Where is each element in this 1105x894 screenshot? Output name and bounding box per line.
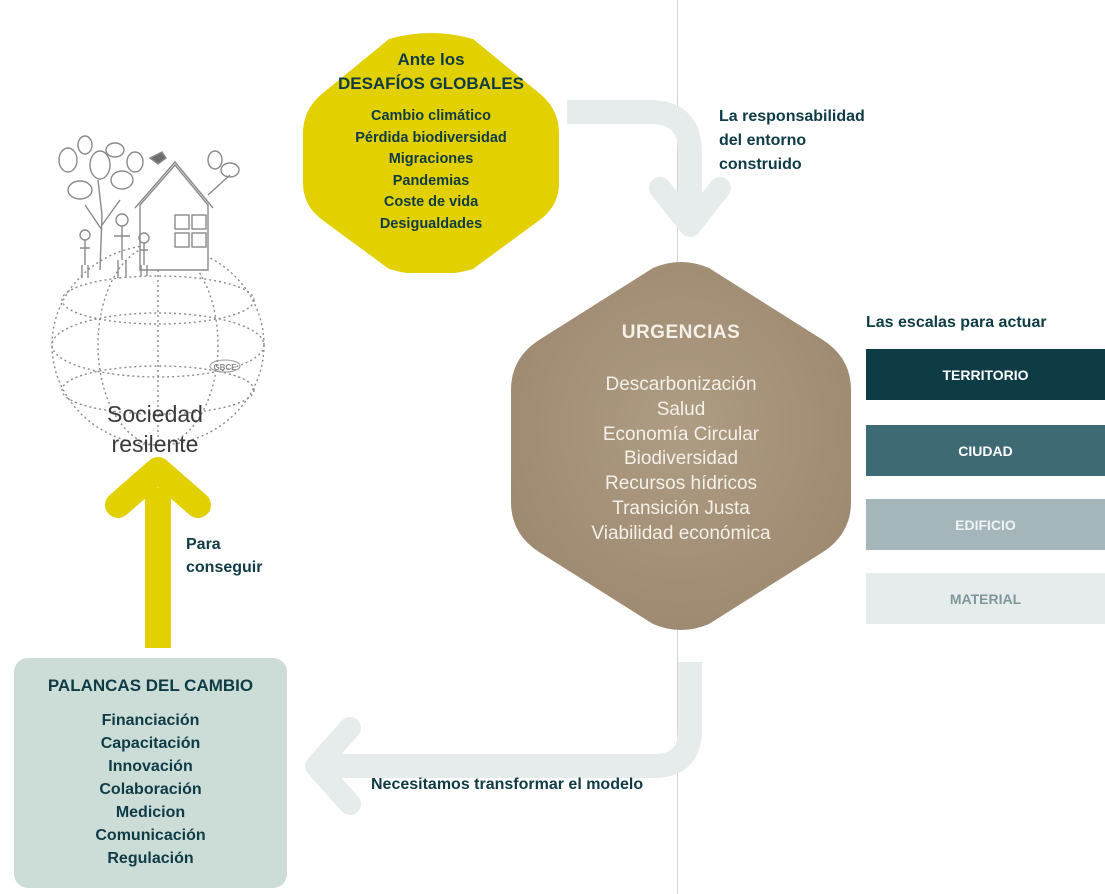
- scale-ciudad: CIUDAD: [866, 425, 1105, 476]
- desafios-title-line2: DESAFÍOS GLOBALES: [337, 74, 525, 93]
- desafio-item: Cambio climático: [370, 108, 492, 124]
- urgencia-item: Recursos hídricos: [604, 473, 758, 495]
- urgencia-item: Descarbonización: [605, 374, 757, 395]
- urgencia-item: Viabilidad económica: [591, 522, 771, 544]
- urgencias-list: Descarbonización Salud Economía Circular…: [511, 373, 851, 547]
- desafio-item: Desigualdades: [379, 215, 483, 232]
- desafios-title: Ante los DESAFÍOS GLOBALES: [303, 48, 559, 96]
- palanca-item: Capacitación: [100, 735, 201, 752]
- sociedad-illustration: GBCE: [51, 135, 265, 446]
- palancas-list: Financiación Capacitación Innovación Col…: [14, 709, 287, 870]
- yellow-arrow-shaft: [145, 488, 171, 648]
- palanca-item: Comunicación: [95, 827, 206, 844]
- responsabilidad-line: del entorno: [719, 132, 807, 149]
- palanca-item: Medicion: [115, 804, 186, 821]
- yellow-arrow-head: [105, 457, 211, 518]
- urgencias-hexagon: [511, 262, 851, 630]
- urgencia-item: Transición Justa: [612, 497, 750, 519]
- palancas-box: [14, 658, 287, 888]
- desafio-item: Pérdida biodiversidad: [355, 129, 507, 146]
- transformar-label: Necesitamos transformar el modelo: [371, 776, 644, 793]
- desafio-item: Migraciones: [388, 151, 474, 168]
- scale-material: MATERIAL: [866, 573, 1105, 624]
- arrow-urgencias-to-palancas: [330, 662, 702, 778]
- responsabilidad-label: La responsabilidad del entorno construid…: [719, 105, 919, 177]
- palanca-item: Financiación: [101, 712, 200, 729]
- sociedad-line2: resilente: [111, 431, 199, 457]
- desafios-title-line1: Ante los: [397, 50, 465, 69]
- desafio-item: Coste de vida: [383, 194, 479, 211]
- para-line1: Para: [186, 536, 221, 553]
- palanca-item: Innovación: [108, 758, 193, 775]
- para-line2: conseguir: [186, 559, 263, 576]
- sociedad-label: Sociedad resilente: [60, 399, 250, 459]
- arrow-head-down: [649, 177, 731, 237]
- gbce-logo: GBCE: [209, 359, 241, 373]
- scale-territorio: TERRITORIO: [866, 349, 1105, 400]
- desafio-item: Pandemias: [392, 172, 470, 189]
- escalas-title: Las escalas para actuar: [866, 314, 1047, 331]
- para-conseguir-label: Para conseguir: [186, 533, 262, 579]
- scale-edificio: EDIFICIO: [866, 499, 1105, 550]
- palanca-item: Colaboración: [99, 781, 202, 798]
- desafios-hexagon: [303, 33, 559, 273]
- urgencia-item: Salud: [656, 398, 706, 420]
- urgencia-item: Biodiversidad: [623, 448, 739, 470]
- responsabilidad-line: La responsabilidad: [719, 108, 865, 125]
- arrow-desafios-to-urgencias: [567, 100, 702, 218]
- gbce-logo-text: GBCE: [213, 363, 237, 372]
- palanca-item: Regulación: [107, 850, 194, 867]
- sociedad-line1: Sociedad: [107, 401, 203, 427]
- palancas-title: PALANCAS DEL CAMBIO: [47, 676, 254, 695]
- desafios-list: Cambio climático Pérdida biodiversidad M…: [303, 106, 559, 236]
- responsabilidad-line: construido: [719, 156, 802, 173]
- urgencia-item: Economía Circular: [602, 423, 760, 445]
- urgencias-title: URGENCIAS: [621, 322, 741, 343]
- arrow-head-left: [305, 717, 361, 815]
